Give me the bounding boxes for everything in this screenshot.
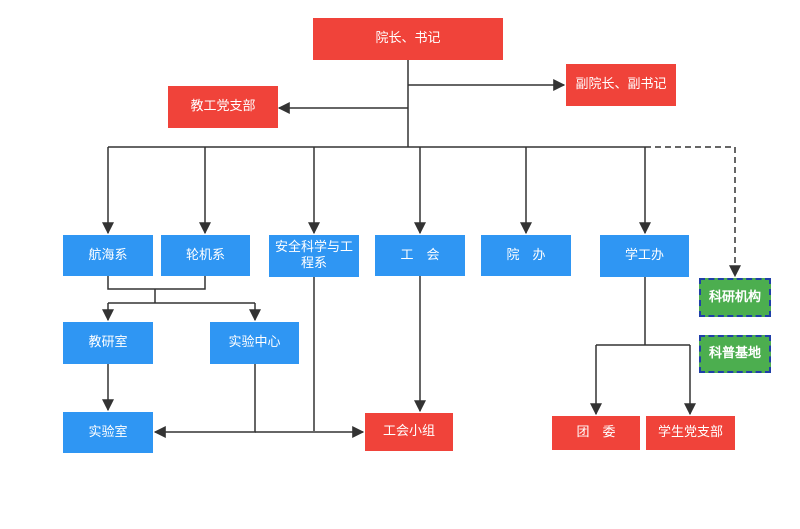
node-dean-office: 院 办 [481, 235, 571, 276]
node-student-affairs: 学工办 [600, 235, 689, 277]
merge-line [107, 276, 206, 290]
edge-experiment-center-laboratory [153, 364, 256, 438]
node-navigation-dept: 航海系 [63, 235, 153, 276]
node-labor-union: 工 会 [375, 235, 465, 276]
node-science-base: 科普基地 [699, 335, 771, 373]
node-experiment-center: 实验中心 [210, 322, 299, 364]
node-dean: 院长、书记 [313, 18, 503, 60]
node-union-group: 工会小组 [365, 413, 453, 451]
node-safety-science-dept: 安全科学与工程系 [269, 235, 359, 277]
bus-line-dashed [645, 146, 741, 278]
node-student-party-branch: 学生党支部 [646, 416, 735, 450]
node-research-institute: 科研机构 [699, 278, 771, 317]
node-laboratory: 实验室 [63, 412, 153, 453]
node-vice-dean: 副院长、副书记 [566, 64, 676, 106]
node-teaching-research-office: 教研室 [63, 322, 153, 364]
node-youth-league: 团 委 [552, 416, 640, 450]
node-faculty-party-branch: 教工党支部 [168, 86, 278, 128]
node-marine-engineering-dept: 轮机系 [161, 235, 250, 276]
